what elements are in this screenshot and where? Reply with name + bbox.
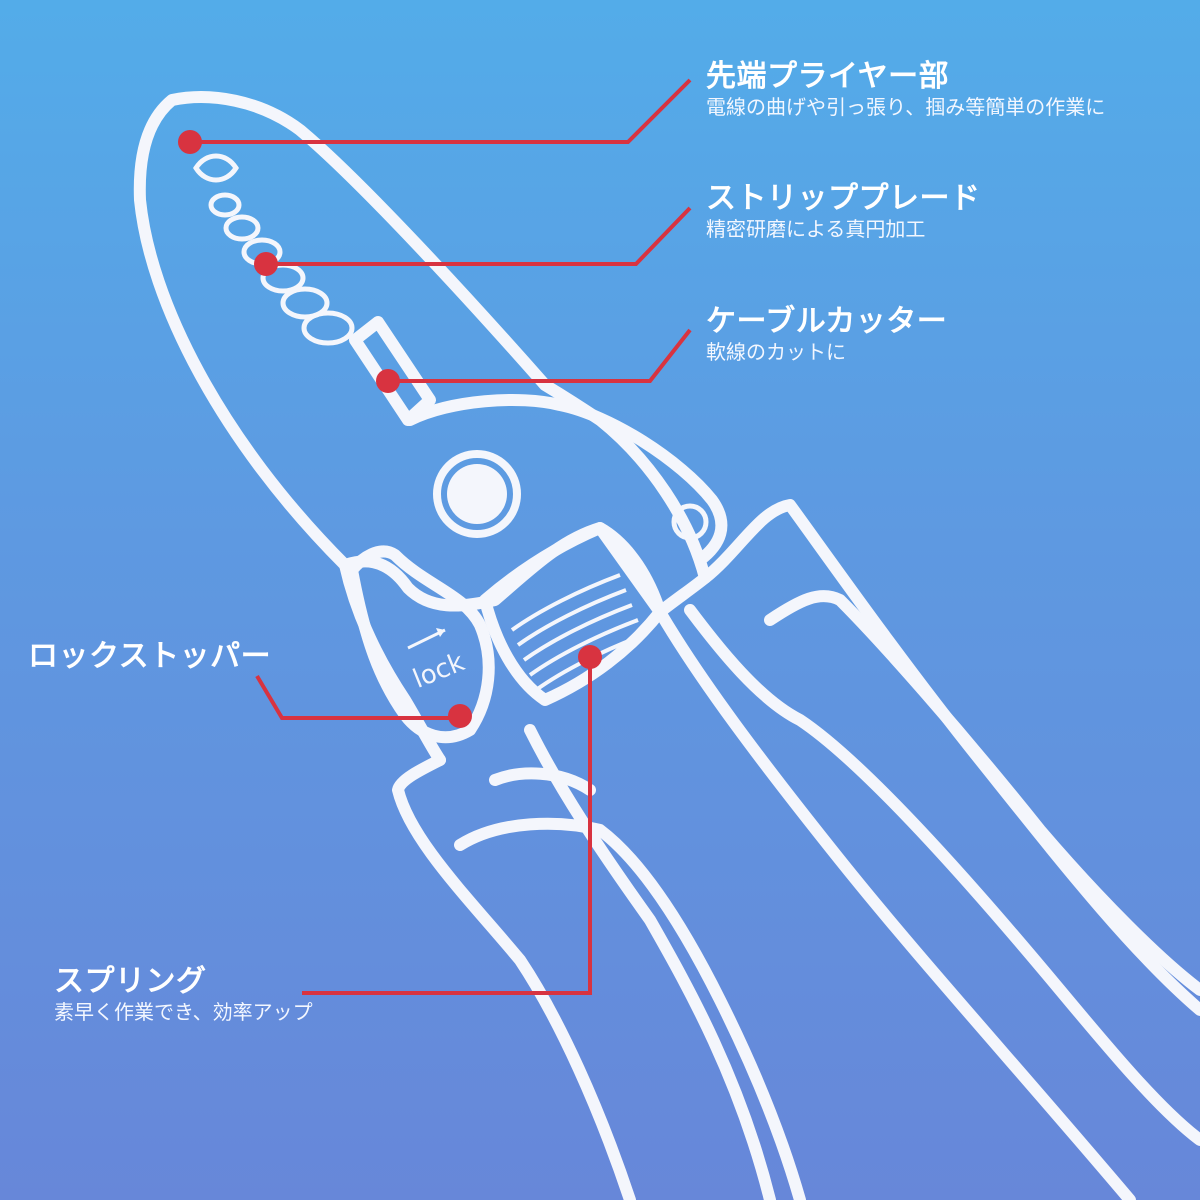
callout-dot-lock	[448, 704, 472, 728]
callout-cable-cutter-description: 軟線のカットに	[706, 340, 846, 364]
spring-coil	[510, 573, 645, 692]
lock-tab	[346, 545, 495, 744]
callout-tip: 先端プライヤー部 電線の曲げや引っ張り、掴み等簡単の作業に	[706, 60, 1105, 120]
small-rivet-icon	[671, 503, 709, 541]
left-handle-outer	[392, 754, 636, 1200]
cutter-slot	[349, 316, 436, 426]
callout-dot-spring	[578, 645, 602, 669]
callout-cable-cutter-title: ケーブルカッター	[706, 304, 948, 339]
left-handle-inner	[524, 724, 776, 1200]
callout-dots	[178, 130, 602, 728]
strip-hole	[280, 286, 330, 320]
callout-line-cutter	[388, 328, 692, 383]
callout-spring-description: 素早く作業でき、効率アップ	[54, 1000, 313, 1024]
pivot-screw-center	[447, 464, 507, 524]
callout-dot-strip	[254, 252, 278, 276]
pivot-screw-icon	[433, 450, 521, 538]
strip-holes	[193, 153, 355, 346]
pivot-plate	[404, 394, 728, 566]
lock-label: lock	[409, 647, 469, 694]
callout-lock-stopper: ロックストッパー	[28, 640, 271, 674]
callout-spring: スプリング 素早く作業でき、効率アップ	[54, 965, 313, 1025]
callout-tip-title: 先端プライヤー部	[706, 59, 950, 94]
tip-eye-icon	[193, 153, 239, 183]
right-handle-grip	[684, 604, 1200, 1146]
callout-lock-stopper-title: ロックストッパー	[28, 639, 272, 674]
callout-strip-blade-description: 精密研磨による真円加工	[706, 217, 926, 241]
callout-lines	[190, 78, 692, 995]
tool-outline	[133, 91, 1200, 1200]
callout-dot-tip	[178, 130, 202, 154]
upper-jaw	[133, 91, 711, 618]
callout-dot-cutter	[376, 369, 400, 393]
right-handle-inner	[654, 606, 1136, 1200]
spring-housing	[479, 522, 666, 706]
callout-line-lock	[255, 674, 460, 720]
callout-line-strip	[266, 206, 692, 266]
strip-hole	[208, 192, 242, 218]
callout-tip-description: 電線の曲げや引っ張り、掴み等簡単の作業に	[706, 95, 1106, 119]
callout-strip-blade: ストリッププレード 精密研磨による真円加工	[706, 182, 981, 242]
callout-line-spring	[302, 657, 592, 995]
right-handle-inner-line	[764, 590, 1200, 996]
callout-cable-cutter: ケーブルカッター 軟線のカットに	[706, 305, 947, 365]
callout-strip-blade-title: ストリッププレード	[706, 181, 981, 216]
callout-line-tip	[190, 78, 692, 144]
left-handle-grip-a	[454, 817, 806, 1200]
callout-spring-title: スプリング	[54, 964, 207, 999]
arrow-head	[436, 628, 445, 637]
strip-hole	[223, 214, 261, 242]
left-handle-grip-b	[489, 767, 596, 796]
strip-hole	[301, 310, 355, 346]
right-handle-outer	[699, 499, 1200, 1016]
